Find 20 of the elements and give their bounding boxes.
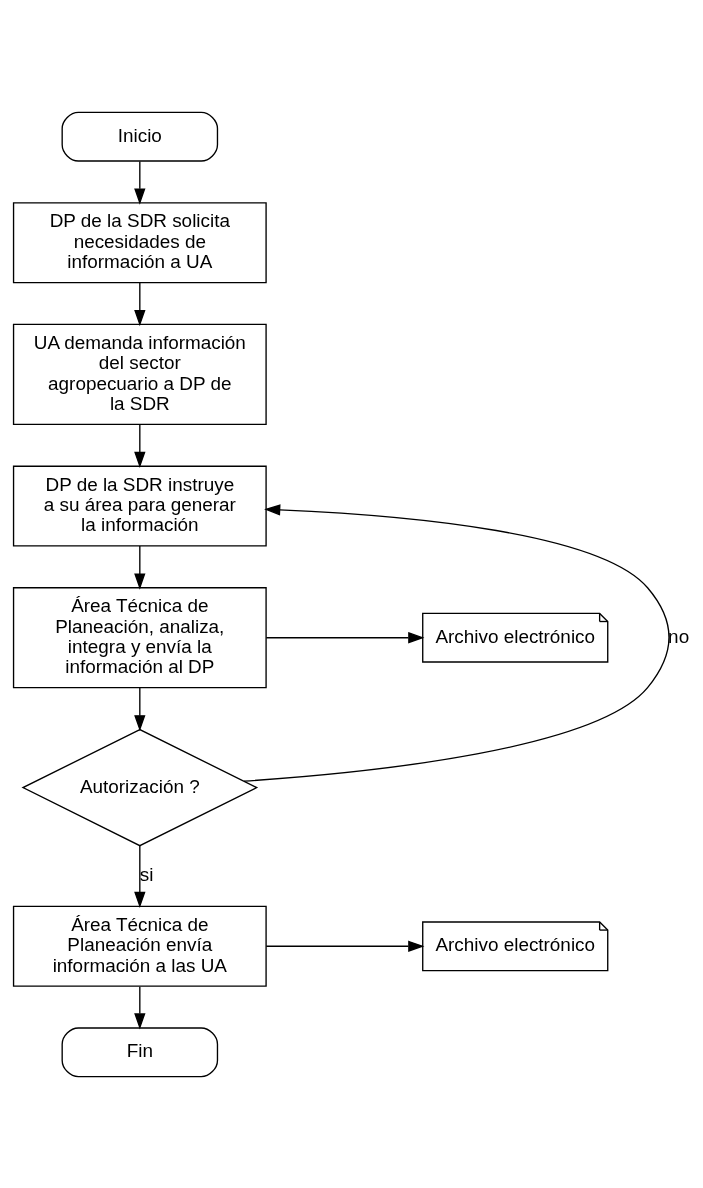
edge-label: no — [668, 625, 690, 647]
node-box: Inicio — [61, 111, 219, 162]
arrow — [134, 544, 146, 590]
node-box: UA demanda información del sector agropecuario a DP de la SDR — [12, 323, 267, 425]
node-box: DP de la SDR solicita necesidades de información a UA — [12, 201, 267, 283]
edge-label: si — [139, 863, 154, 885]
arrow — [134, 985, 146, 1029]
arrow — [134, 686, 146, 731]
node-box: Área Técnica de Planeación, analiza, integra y envía la información al DP — [12, 586, 267, 688]
arrow — [265, 940, 425, 952]
node-box: Fin — [61, 1026, 219, 1077]
node-box: DP de la SDR instruye a su área para generar la información — [12, 465, 267, 547]
arrow — [134, 423, 146, 468]
arrow — [243, 503, 670, 782]
node-diamond: Autorización ? — [21, 728, 259, 846]
arrow — [134, 160, 146, 205]
node-box: Área Técnica de Planeación envía información a las UA — [12, 905, 267, 987]
arrow — [134, 844, 146, 908]
arrow — [134, 281, 146, 326]
arrow — [265, 631, 425, 643]
